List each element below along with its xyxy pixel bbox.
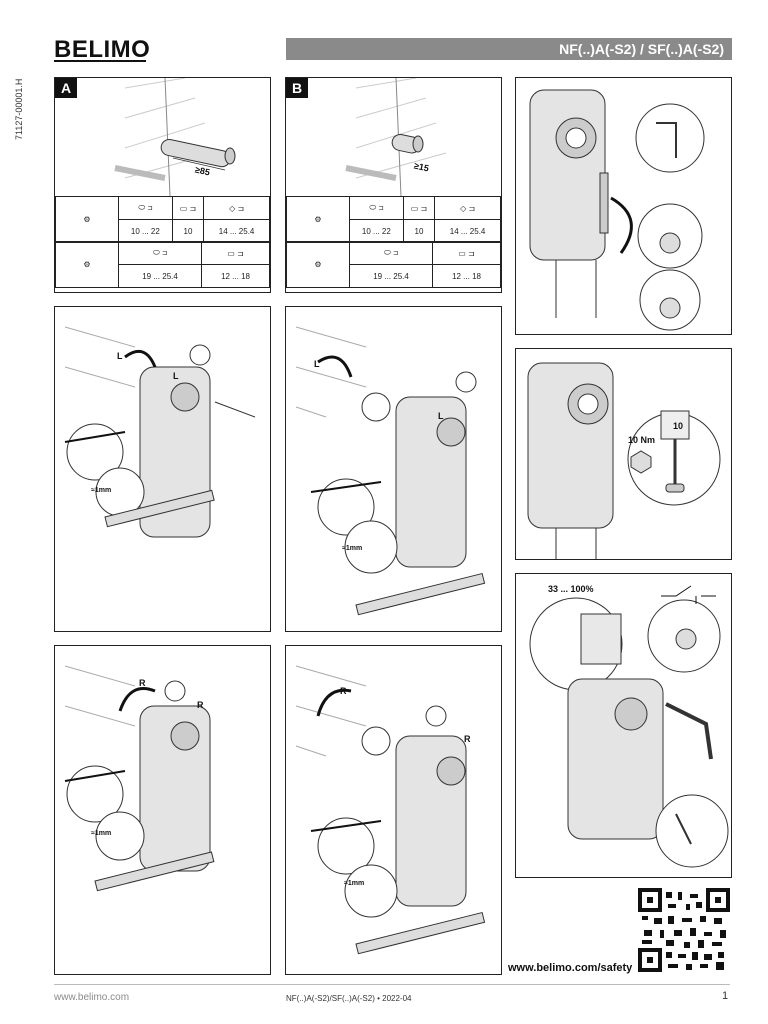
actuator-mount-left-illustration	[64, 326, 256, 538]
rotation-right-label: R	[139, 678, 146, 688]
clamp-dimension-table-a: ⚙ ⬭ ⊐ ▭ ⊐ ◇ ⊐ 10 ... 22 10 14 ... 25.4	[55, 196, 270, 243]
page-number: 1	[722, 990, 729, 1002]
actuator-mount-right-short-illustration	[295, 665, 486, 955]
panel-b-tag: B	[286, 78, 308, 98]
document-number: 71127-00001.H	[14, 78, 24, 140]
footer-doc-ref: NF(..)A(-S2)/SF(..)A(-S2) • 2022-04	[286, 994, 412, 1003]
clearance-label: ≈1mm	[91, 487, 112, 494]
clamp-type-2-icon: ⚙	[55, 241, 119, 288]
diamond-shaft-icon: ◇ ⊐	[434, 196, 501, 220]
shaft-long-illustration	[114, 78, 236, 196]
square-shaft-icon: ▭ ⊐	[432, 241, 501, 265]
actuator-mount-left-short-illustration	[295, 326, 486, 616]
panel-mount-right-2: R R ≈1mm	[285, 645, 502, 975]
rotation-right-label: R	[340, 686, 347, 696]
panel-mount-left-1: L L ≈1mm	[54, 306, 271, 632]
clearance-label: ≈1mm	[91, 830, 112, 837]
rotation-left-label: L	[117, 351, 123, 361]
round-range: 10 ... 22	[118, 219, 173, 243]
brand-logo: BELIMO	[54, 36, 151, 63]
square-shaft-icon: ▭ ⊐	[171, 196, 205, 220]
panel-mount-right-1: R R ≈1mm	[54, 645, 271, 975]
round-range: 19 ... 25.4	[117, 264, 203, 288]
panel-a: A ≥85 ⚙ ⬭ ⊐ ▭ ⊐ ◇ ⊐ 10 ... 22 10 14 ... …	[54, 77, 271, 293]
socket-size-label: 10	[673, 421, 684, 431]
panel-a-tag: A	[55, 78, 77, 98]
shaft-short-illustration	[345, 78, 447, 196]
clamp-dimension-table-b: ⚙ ⬭ ⊐ ▭ ⊐ ◇ ⊐ 10 ... 22 10 14 ... 25.4	[286, 196, 501, 243]
torque-label: 10 Nm	[628, 435, 656, 445]
diamond-range: 14 ... 25.4	[434, 219, 501, 243]
rotation-left-label: L	[438, 411, 444, 421]
logo-underline	[54, 60, 146, 62]
footer-website[interactable]: www.belimo.com	[54, 992, 130, 1003]
square-range: 10	[402, 219, 436, 243]
square-range: 12 ... 18	[201, 264, 270, 288]
square-shaft-icon: ▭ ⊐	[402, 196, 436, 220]
panel-torque: 10 10 Nm	[515, 348, 732, 560]
round-range: 19 ... 25.4	[348, 264, 434, 288]
clamp-dimension-table-a2: ⚙ ⬭ ⊐ ▭ ⊐ 19 ... 25.4 12 ... 18	[55, 241, 270, 288]
square-shaft-icon: ▭ ⊐	[201, 241, 270, 265]
footer-divider	[54, 984, 730, 985]
square-range: 10	[171, 219, 205, 243]
clamp-dimension-table-b2: ⚙ ⬭ ⊐ ▭ ⊐ 19 ... 25.4 12 ... 18	[286, 241, 501, 288]
panel-mount-left-2: L L ≈1mm	[285, 306, 502, 632]
panel-b: B ≥15 ⚙ ⬭ ⊐ ▭ ⊐ ◇ ⊐ 10 ... 22 10 14 ... …	[285, 77, 502, 293]
rotation-left-label: L	[173, 371, 179, 381]
actuator-mount-right-illustration	[64, 665, 215, 892]
rotation-left-label: L	[314, 359, 320, 369]
diamond-shaft-icon: ◇ ⊐	[203, 196, 270, 220]
qr-code-icon[interactable]	[638, 888, 730, 972]
round-shaft-icon: ⬭ ⊐	[348, 241, 434, 265]
actuator-override-illustration	[529, 89, 705, 331]
diamond-range: 14 ... 25.4	[203, 219, 270, 243]
safety-link[interactable]: www.belimo.com/safety	[508, 962, 633, 974]
round-shaft-icon: ⬭ ⊐	[118, 196, 173, 220]
panel-manual-override	[515, 77, 732, 335]
rotation-right-label: R	[197, 700, 204, 710]
auxiliary-switch-illustration	[529, 585, 729, 868]
round-shaft-icon: ⬭ ⊐	[349, 196, 404, 220]
round-shaft-icon: ⬭ ⊐	[117, 241, 203, 265]
rotation-right-label: R	[464, 734, 471, 744]
clearance-label: ≈1mm	[344, 880, 365, 887]
header-bar: NF(..)A(-S2) / SF(..)A(-S2)	[286, 38, 732, 60]
clamp-type-1-icon: ⚙	[286, 196, 350, 243]
clearance-label: ≈1mm	[342, 545, 363, 552]
document-title: NF(..)A(-S2) / SF(..)A(-S2)	[559, 41, 724, 57]
clamp-type-2-icon: ⚙	[286, 241, 350, 288]
square-range: 12 ... 18	[432, 264, 501, 288]
round-range: 10 ... 22	[349, 219, 404, 243]
actuator-torque-illustration	[527, 362, 721, 559]
clamp-type-1-icon: ⚙	[55, 196, 119, 243]
range-label: 33 ... 100%	[548, 584, 594, 594]
panel-aux-switch: 33 ... 100%	[515, 573, 732, 878]
